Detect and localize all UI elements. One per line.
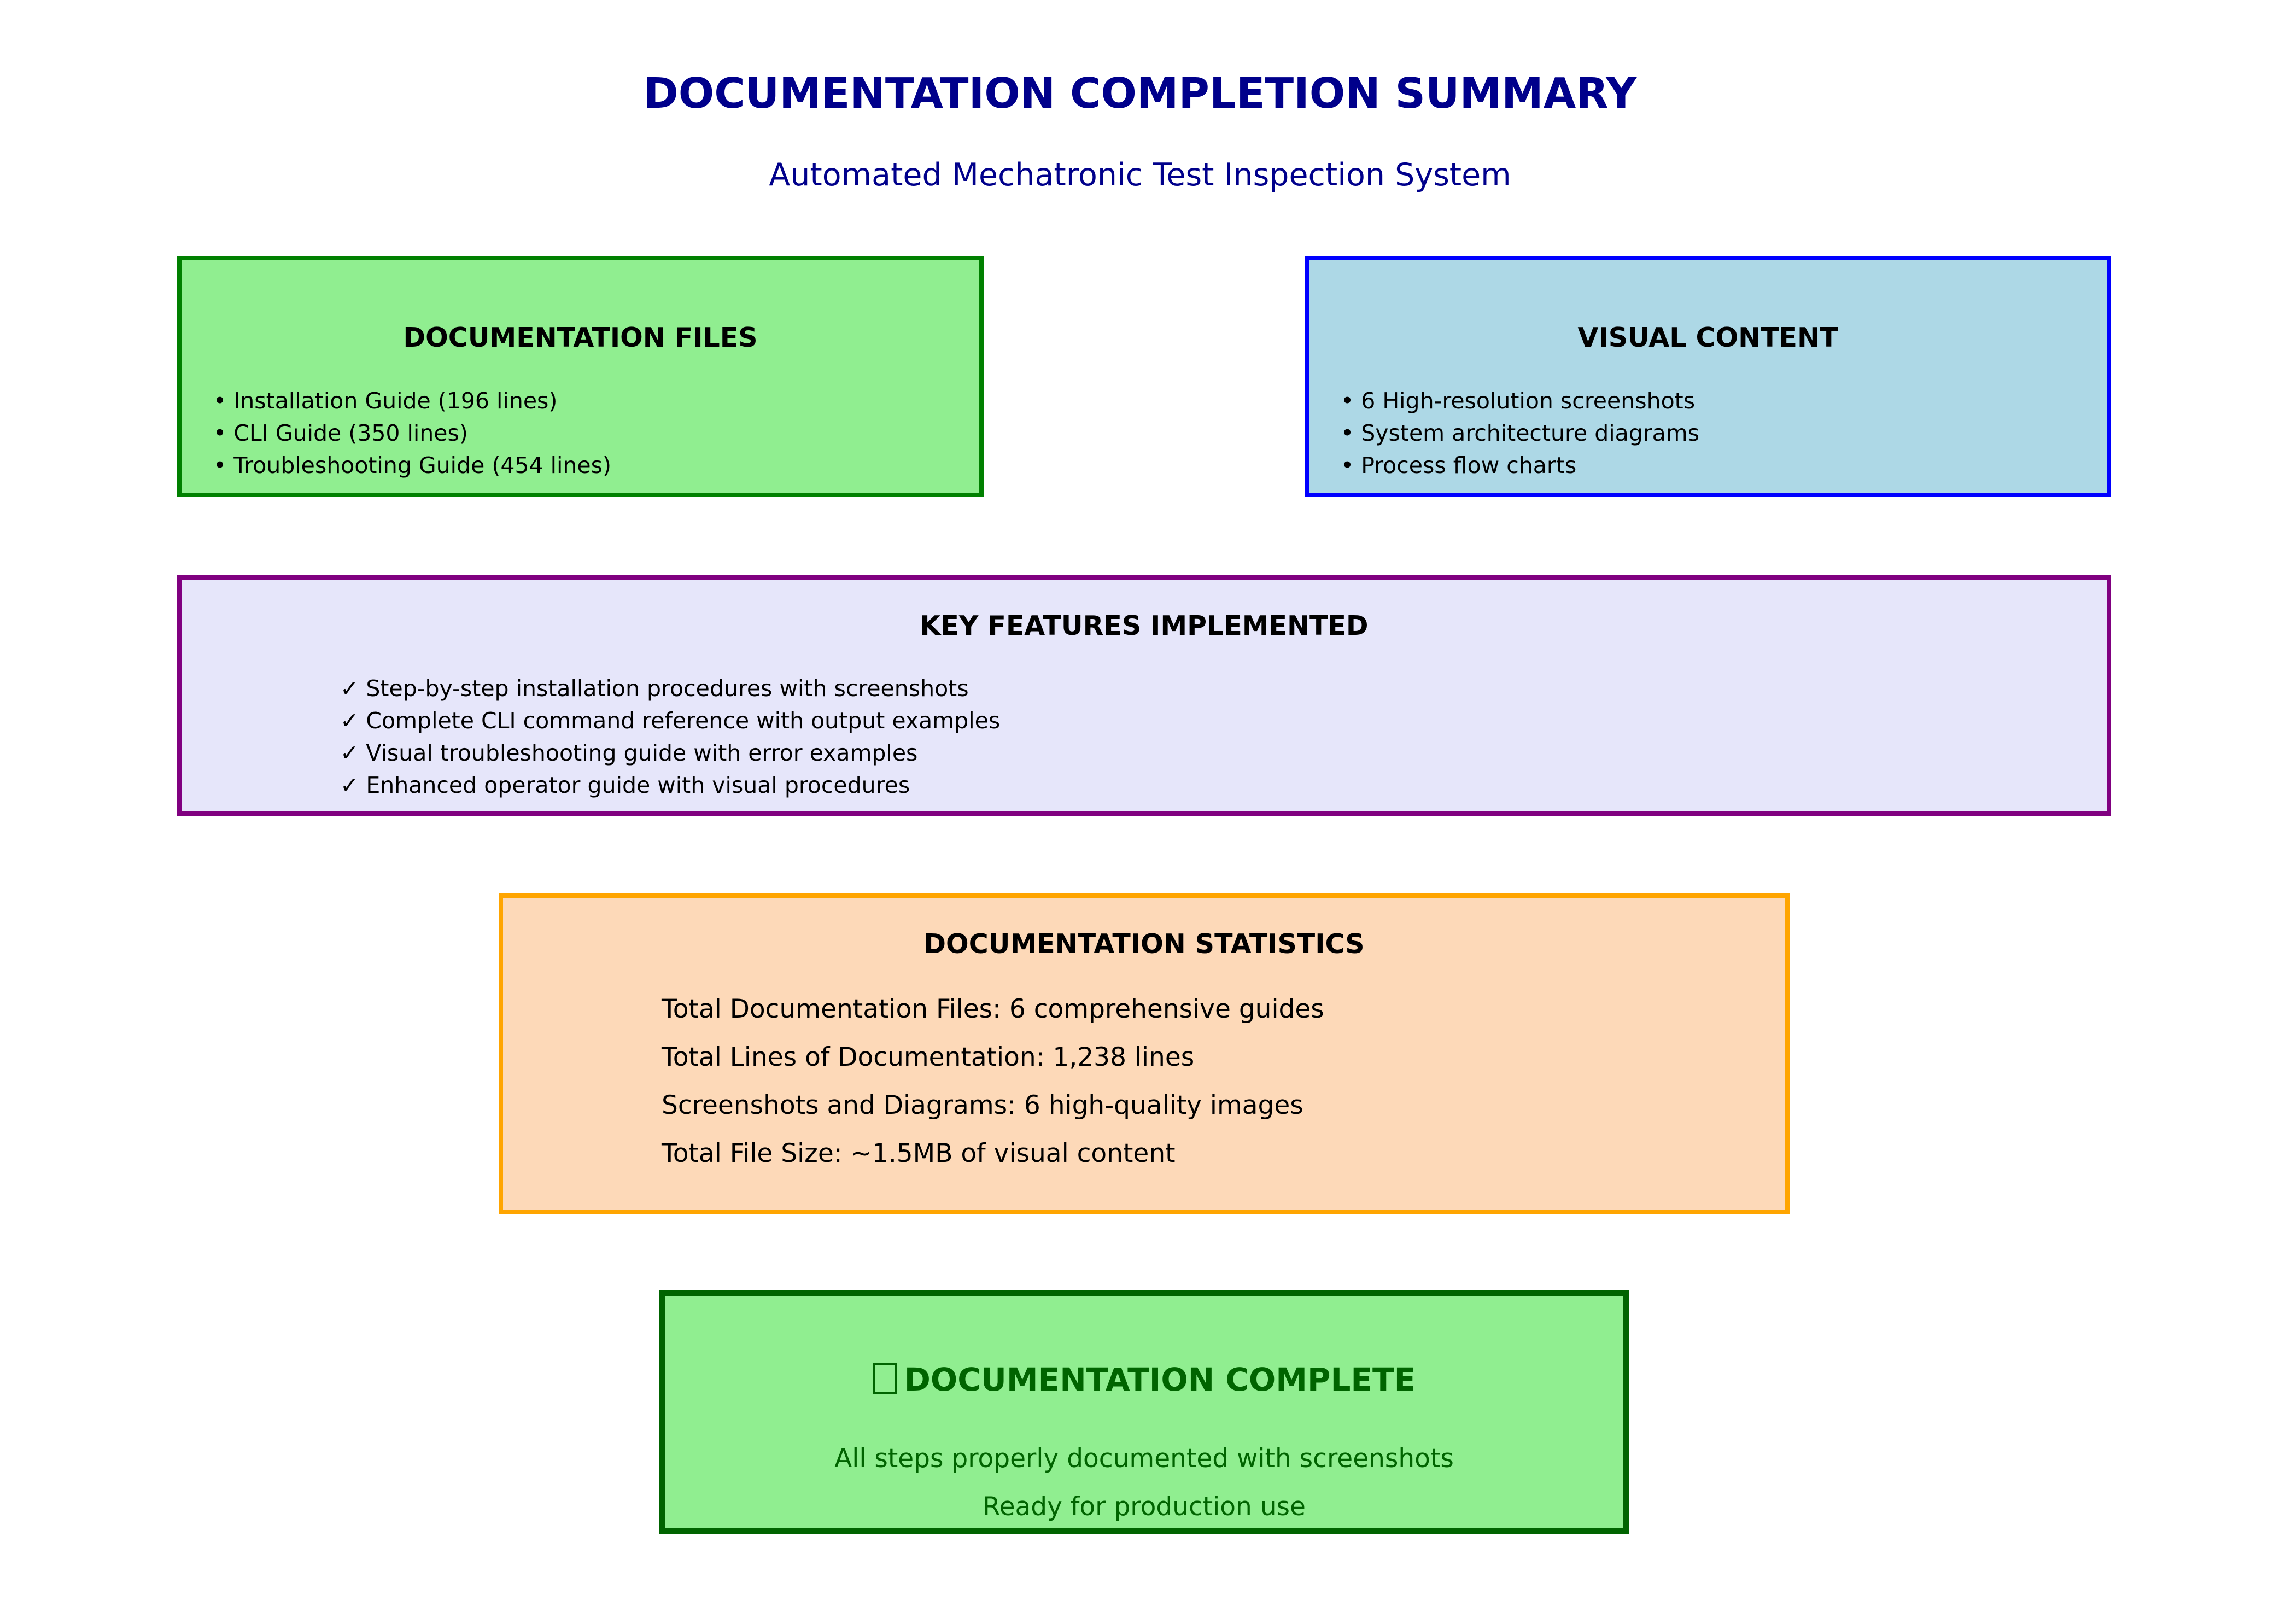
visual-content-box: VISUAL CONTENT • 6 High-resolution scree… [1305,256,2111,497]
list-item: Total Documentation Files: 6 comprehensi… [662,994,1324,1024]
visual-content-heading: VISUAL CONTENT [1577,322,1838,353]
list-item: • Process flow charts [1341,452,1577,478]
visual-content-list: • 6 High-resolution screenshots • System… [1341,385,1699,482]
page-subtitle: Automated Mechatronic Test Inspection Sy… [769,157,1511,193]
list-item: ✓ Complete CLI command reference with ou… [340,708,1001,734]
key-features-box: KEY FEATURES IMPLEMENTED ✓ Step-by-step … [177,575,2111,816]
key-features-heading: KEY FEATURES IMPLEMENTED [920,610,1369,641]
page-title: DOCUMENTATION COMPLETION SUMMARY [643,69,1637,118]
list-item: • Installation Guide (196 lines) [213,388,558,414]
list-item: • Troubleshooting Guide (454 lines) [213,452,611,478]
documentation-files-heading: DOCUMENTATION FILES [403,322,758,353]
key-features-list: ✓ Step-by-step installation procedures w… [340,673,1000,802]
list-item: Total File Size: ~1.5MB of visual conten… [662,1138,1176,1169]
list-item: ✓ Enhanced operator guide with visual pr… [340,772,910,798]
completion-note: All steps properly documented with scree… [834,1444,1454,1474]
list-item: • CLI Guide (350 lines) [213,420,468,446]
documentation-complete-heading: DOCUMENTATION COMPLETE [665,1358,1623,1401]
documentation-complete-box: DOCUMENTATION COMPLETE All steps properl… [659,1290,1629,1534]
list-item: Total Lines of Documentation: 1,238 line… [662,1042,1195,1072]
missing-glyph-icon [872,1363,897,1394]
completion-note: Ready for production use [983,1492,1306,1522]
documentation-files-box: DOCUMENTATION FILES • Installation Guide… [177,256,984,497]
documentation-statistics-box: DOCUMENTATION STATISTICS Total Documenta… [499,893,1790,1214]
documentation-statistics-heading: DOCUMENTATION STATISTICS [923,928,1365,960]
list-item: Screenshots and Diagrams: 6 high-quality… [662,1090,1303,1120]
list-item: • System architecture diagrams [1341,420,1700,446]
documentation-complete-label: DOCUMENTATION COMPLETE [904,1361,1416,1398]
documentation-files-list: • Installation Guide (196 lines) • CLI G… [213,385,611,482]
list-item: ✓ Step-by-step installation procedures w… [340,675,969,702]
documentation-statistics-list: Total Documentation Files: 6 comprehensi… [662,985,1324,1178]
list-item: ✓ Visual troubleshooting guide with erro… [340,740,918,766]
list-item: • 6 High-resolution screenshots [1341,388,1696,414]
